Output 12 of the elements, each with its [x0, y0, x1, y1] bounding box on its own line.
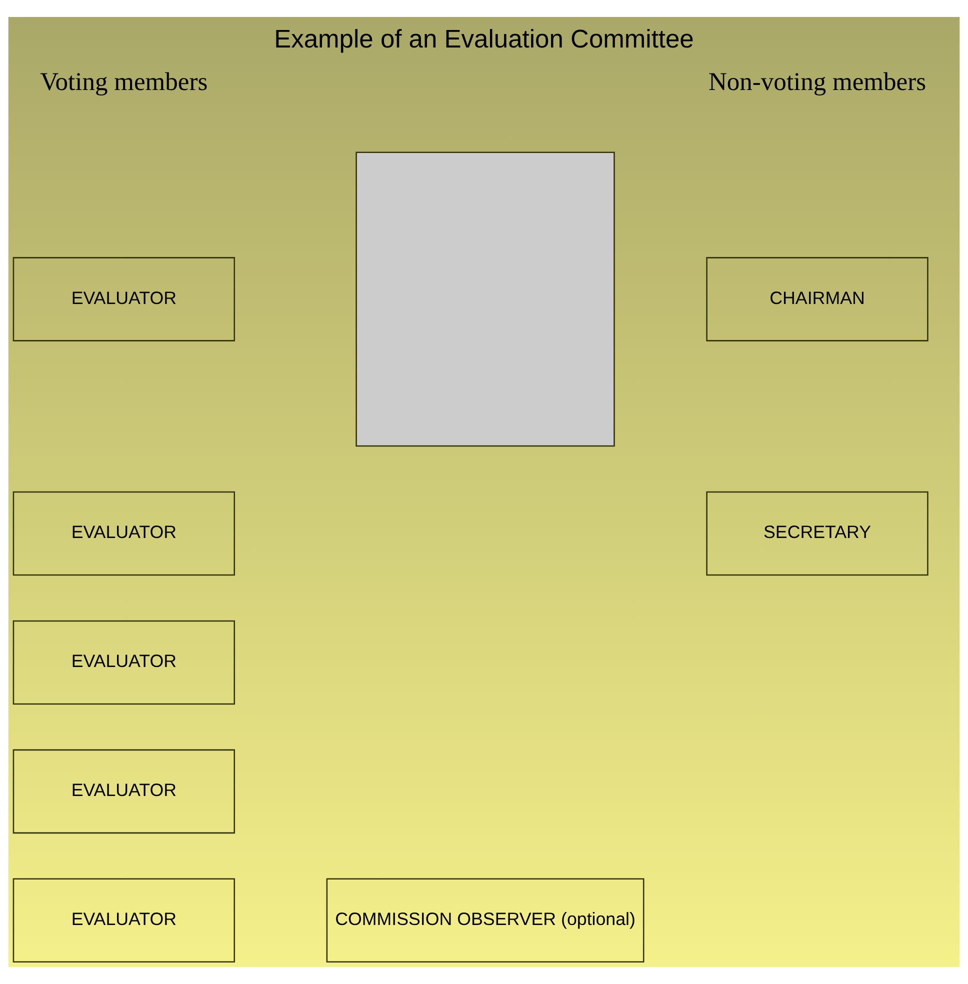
label: Non-voting members [708, 66, 926, 96]
node-box: COMMISSION OBSERVER (optional) [326, 878, 644, 963]
node-box: EVALUATOR [12, 620, 235, 705]
node-box: EVALUATOR [12, 257, 235, 342]
label: Voting members [40, 66, 208, 96]
node-box [356, 152, 615, 447]
diagram-title: Example of an Evaluation Committee [274, 26, 694, 54]
node-box: EVALUATOR [12, 878, 235, 963]
node-box: EVALUATOR [12, 749, 235, 834]
node-box: SECRETARY [706, 491, 928, 576]
node-box: CHAIRMAN [706, 257, 928, 342]
node-box: EVALUATOR [12, 491, 235, 576]
